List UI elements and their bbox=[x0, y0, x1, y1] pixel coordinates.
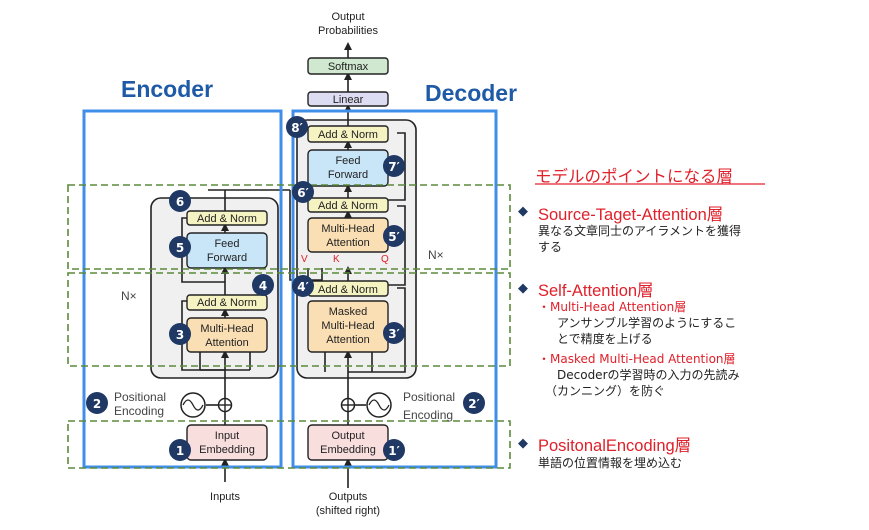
input-embedding-line1: Input bbox=[215, 430, 239, 442]
output-embedding-line2: Embedding bbox=[320, 444, 376, 456]
encoder-attention-line1: Multi-Head bbox=[200, 323, 253, 335]
source-target-title: Source-Taget-Attention層 bbox=[538, 206, 724, 224]
badge-enc-1-circle bbox=[169, 439, 191, 461]
positional-desc: 単語の位置情報を埋め込む bbox=[538, 456, 683, 470]
badge-enc-1: 1 bbox=[176, 444, 184, 458]
input-embedding-line2: Embedding bbox=[199, 444, 255, 456]
output-probabilities-line1: Output bbox=[331, 11, 364, 23]
badge-enc-6-circle bbox=[169, 190, 191, 212]
decoder-add-norm-top bbox=[307, 125, 389, 143]
encoder-feed-forward-line2: Forward bbox=[207, 252, 247, 264]
encoder-attention-line2: Attention bbox=[205, 337, 248, 349]
encoder-nx-label: N× bbox=[121, 289, 137, 303]
encoder-add-norm-bottom bbox=[186, 294, 268, 311]
badge-dec-8: 8′ bbox=[291, 121, 303, 135]
self-attention-desc2-line2: （カンニング）を防ぐ bbox=[545, 384, 666, 398]
masked-attention-line3: Attention bbox=[326, 334, 369, 346]
badge-dec-2-circle bbox=[463, 392, 485, 414]
marker-positional: ◆ bbox=[518, 436, 528, 451]
badge-dec-1-circle bbox=[383, 439, 405, 461]
decoder-cross-attention-line2: Attention bbox=[326, 237, 369, 249]
badge-enc-3-circle bbox=[169, 323, 191, 345]
badge-dec-5: 5′ bbox=[388, 230, 400, 244]
badge-enc-4-circle bbox=[252, 274, 274, 296]
self-attention-band bbox=[67, 272, 511, 367]
self-attention-bullet2: ・Masked Multi-Head Attention層 bbox=[538, 352, 736, 366]
encoder-add-norm-top bbox=[186, 210, 268, 226]
decoder-add-norm-top-label: Add & Norm bbox=[318, 129, 378, 141]
badge-dec-3: 3′ bbox=[388, 327, 400, 341]
decoder-cross-attention-line1: Multi-Head bbox=[321, 223, 374, 235]
encoder-title: Encoder bbox=[121, 76, 214, 102]
badge-dec-7: 7′ bbox=[388, 160, 400, 174]
encoder-add-norm-top-label: Add & Norm bbox=[197, 213, 257, 225]
badge-enc-4: 4 bbox=[259, 279, 267, 293]
masked-attention-line2: Multi-Head bbox=[321, 320, 374, 332]
badge-dec-5-circle bbox=[383, 225, 405, 247]
source-target-desc-line1: 異なる文章同士のアイラメントを獲得 bbox=[538, 224, 742, 238]
decoder-feed-forward-line2: Forward bbox=[328, 169, 368, 181]
badge-dec-4-circle bbox=[292, 275, 314, 297]
badge-dec-7-circle bbox=[383, 155, 405, 177]
badge-dec-2: 2′ bbox=[468, 397, 480, 411]
output-probabilities-line2: Probabilities bbox=[318, 25, 378, 37]
decoder-add-norm-bottom-label: Add & Norm bbox=[318, 284, 378, 296]
softmax-box bbox=[307, 57, 389, 75]
badge-dec-1: 1′ bbox=[388, 444, 400, 458]
encoder-positional-encoding-symbol bbox=[180, 392, 233, 418]
encoder-positional-line2: Encoding bbox=[114, 404, 164, 418]
self-attention-desc1-line2: とで精度を上げる bbox=[557, 332, 653, 346]
positional-encoding-band bbox=[67, 420, 511, 469]
encoder-positional-line1: Positional bbox=[114, 390, 166, 404]
badge-dec-4: 4′ bbox=[297, 280, 309, 294]
outputs-sub-label: (shifted right) bbox=[316, 505, 380, 517]
v-label: V bbox=[301, 254, 308, 265]
badge-dec-6-circle bbox=[292, 181, 314, 203]
linear-label: Linear bbox=[333, 94, 364, 106]
self-attention-desc2-line1: Decoderの学習時の入力の先読み bbox=[557, 368, 740, 382]
decoder-positional-line2: Encoding bbox=[403, 408, 453, 422]
badge-enc-2-circle bbox=[86, 392, 108, 414]
self-attention-desc1-line1: アンサンブル学習のようにするこ bbox=[557, 316, 737, 330]
softmax-label: Softmax bbox=[328, 61, 369, 73]
marker-source-target: ◆ bbox=[518, 204, 528, 219]
self-attention-bullet1: ・Multi-Head Attention層 bbox=[538, 300, 687, 314]
masked-attention-line1: Masked bbox=[329, 306, 368, 318]
decoder-add-norm-mid-label: Add & Norm bbox=[318, 200, 378, 212]
positional-title: PositonalEncoding層 bbox=[538, 437, 692, 455]
decoder-connections bbox=[289, 42, 406, 488]
q-label: Q bbox=[381, 254, 389, 265]
badge-enc-3: 3 bbox=[176, 328, 184, 342]
decoder-nx-label: N× bbox=[428, 248, 444, 262]
badge-enc-6: 6 bbox=[176, 195, 184, 209]
badge-enc-2: 2 bbox=[93, 397, 101, 411]
source-target-attention-band bbox=[67, 184, 511, 270]
outputs-label: Outputs bbox=[329, 491, 368, 503]
decoder-feed-forward-line1: Feed bbox=[335, 155, 360, 167]
decoder-positional-line1: Positional bbox=[403, 390, 455, 404]
badge-enc-5-circle bbox=[169, 236, 191, 258]
decoder-title: Decoder bbox=[425, 80, 518, 106]
k-label: K bbox=[333, 254, 340, 265]
source-target-desc-line2: する bbox=[538, 240, 563, 254]
linear-box bbox=[307, 91, 389, 107]
inputs-label: Inputs bbox=[210, 491, 240, 503]
encoder-feed-forward-line1: Feed bbox=[214, 238, 239, 250]
badge-enc-5: 5 bbox=[176, 241, 184, 255]
encoder-connections bbox=[181, 189, 290, 482]
badge-dec-8-circle bbox=[286, 116, 308, 138]
self-attention-title: Self-Attention層 bbox=[538, 282, 654, 300]
model-point-heading: モデルのポイントになる層 bbox=[535, 168, 733, 186]
marker-self-attention: ◆ bbox=[518, 281, 528, 296]
output-embedding-line1: Output bbox=[331, 430, 364, 442]
encoder-add-norm-bottom-label: Add & Norm bbox=[197, 297, 257, 309]
encoder-frame bbox=[82, 109, 283, 469]
decoder-positional-encoding-symbol bbox=[340, 392, 392, 418]
badge-dec-6: 6′ bbox=[297, 186, 309, 200]
decoder-add-norm-mid bbox=[307, 197, 389, 213]
badge-dec-3-circle bbox=[383, 322, 405, 344]
